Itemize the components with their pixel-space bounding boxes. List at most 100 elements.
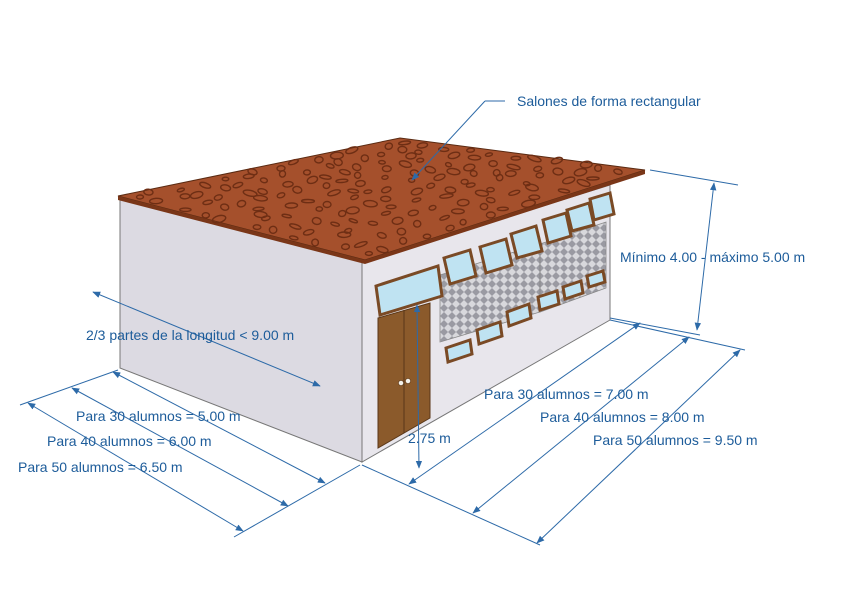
roof-spot bbox=[242, 189, 258, 198]
roof-spot bbox=[179, 207, 192, 213]
width-rule-arrow bbox=[92, 291, 321, 387]
roof-spot bbox=[527, 154, 542, 163]
roof-spot bbox=[450, 208, 465, 215]
length-ext-left bbox=[361, 464, 541, 546]
width-ext-left bbox=[19, 369, 119, 406]
roof-spot bbox=[219, 203, 230, 211]
roof-spot bbox=[330, 221, 341, 227]
roof-spot bbox=[247, 168, 258, 176]
roof-spot bbox=[416, 142, 429, 149]
height-arrow bbox=[694, 182, 717, 331]
roof-spot bbox=[211, 214, 227, 224]
roof-spot bbox=[378, 159, 386, 165]
roof-spot bbox=[459, 218, 467, 226]
roof-spot bbox=[469, 169, 478, 178]
roof-spot bbox=[148, 197, 164, 205]
roof-spot bbox=[354, 179, 366, 188]
roof-spot bbox=[504, 170, 517, 178]
upper-windows bbox=[442, 191, 616, 286]
roof-spot bbox=[467, 154, 482, 161]
roof-spot bbox=[302, 228, 315, 236]
roof-spot bbox=[381, 174, 389, 181]
roof-spot bbox=[484, 152, 494, 158]
roof-spot bbox=[288, 223, 302, 230]
roof-spot bbox=[508, 189, 521, 196]
roof-spot bbox=[486, 186, 495, 193]
roof-spot bbox=[202, 199, 214, 206]
roof-spot bbox=[284, 202, 299, 209]
roof-spot bbox=[535, 172, 545, 179]
roof-spot bbox=[311, 216, 322, 226]
roof-spot bbox=[550, 156, 564, 165]
roof-spot bbox=[376, 151, 386, 158]
roof-spot bbox=[474, 189, 490, 197]
roof-spot bbox=[398, 236, 408, 245]
roof-spot bbox=[276, 164, 286, 172]
roof-spot bbox=[444, 186, 457, 194]
roof-spot bbox=[199, 181, 212, 189]
roof-spot bbox=[479, 202, 489, 211]
roof-spot bbox=[257, 187, 268, 196]
roof-spot bbox=[343, 227, 353, 234]
roof-spot bbox=[287, 158, 299, 166]
callout-arrow bbox=[411, 100, 486, 181]
roof-spot bbox=[360, 154, 370, 163]
roof-spot bbox=[579, 160, 593, 169]
roof-spot bbox=[253, 210, 268, 219]
roof-spot bbox=[510, 155, 522, 161]
roof-spot bbox=[318, 174, 332, 180]
roof-spot bbox=[311, 238, 320, 247]
roof-spot bbox=[345, 146, 359, 155]
roof-spot bbox=[300, 198, 316, 204]
roof-spot bbox=[410, 187, 424, 196]
roof-spot bbox=[380, 210, 392, 216]
roof-spot bbox=[613, 168, 623, 176]
roof-spot bbox=[353, 240, 368, 249]
width-50-arrow bbox=[27, 402, 244, 532]
roof-spot bbox=[447, 151, 461, 160]
roof-spot bbox=[586, 176, 600, 181]
roof-spot bbox=[362, 199, 378, 208]
callout-label: Salones de forma rectangular bbox=[517, 93, 701, 109]
roof-spot bbox=[260, 215, 271, 222]
roof-spot bbox=[201, 211, 211, 219]
roof-spot bbox=[252, 206, 265, 212]
length-40-label: Para 40 alumnos = 8.00 m bbox=[540, 409, 705, 425]
width-30-label: Para 30 alumnos = 5.00 m bbox=[76, 408, 241, 424]
roof-spot bbox=[268, 225, 278, 235]
roof-spot bbox=[424, 165, 437, 174]
roof-spot bbox=[367, 220, 379, 226]
roof-spot bbox=[506, 163, 521, 171]
roof-spot bbox=[407, 209, 420, 217]
roof-spot bbox=[492, 168, 501, 177]
roof-spot bbox=[411, 197, 422, 203]
roof-spot bbox=[496, 206, 509, 212]
height-ext-bottom bbox=[609, 317, 701, 336]
roof-spot bbox=[282, 180, 294, 188]
roof-spot bbox=[236, 199, 247, 208]
roof-spot bbox=[302, 169, 312, 176]
roof-spot bbox=[426, 182, 436, 190]
roof-spot bbox=[444, 161, 453, 168]
roof-spot bbox=[433, 173, 446, 182]
roof-spot bbox=[232, 181, 244, 189]
roof-spot bbox=[463, 163, 476, 172]
roof-spot bbox=[176, 187, 186, 193]
roof-spot bbox=[594, 164, 603, 173]
roof-spot bbox=[557, 188, 571, 194]
width-50-label: Para 50 alumnos = 6.50 m bbox=[18, 459, 183, 475]
roof-spot bbox=[525, 183, 539, 192]
roof-spot bbox=[338, 168, 351, 176]
height-ext-top bbox=[649, 169, 739, 186]
roof-spot bbox=[292, 185, 303, 194]
door-height-label: 2.75 m bbox=[408, 430, 451, 446]
roof-spot bbox=[306, 175, 319, 185]
roof-spot bbox=[314, 155, 324, 164]
roof-spot bbox=[348, 218, 359, 224]
roof-spot bbox=[396, 227, 407, 236]
roof-spot bbox=[325, 162, 335, 169]
roof-spot bbox=[219, 184, 232, 192]
roof-spot bbox=[439, 193, 454, 199]
roof-spot bbox=[213, 194, 223, 201]
